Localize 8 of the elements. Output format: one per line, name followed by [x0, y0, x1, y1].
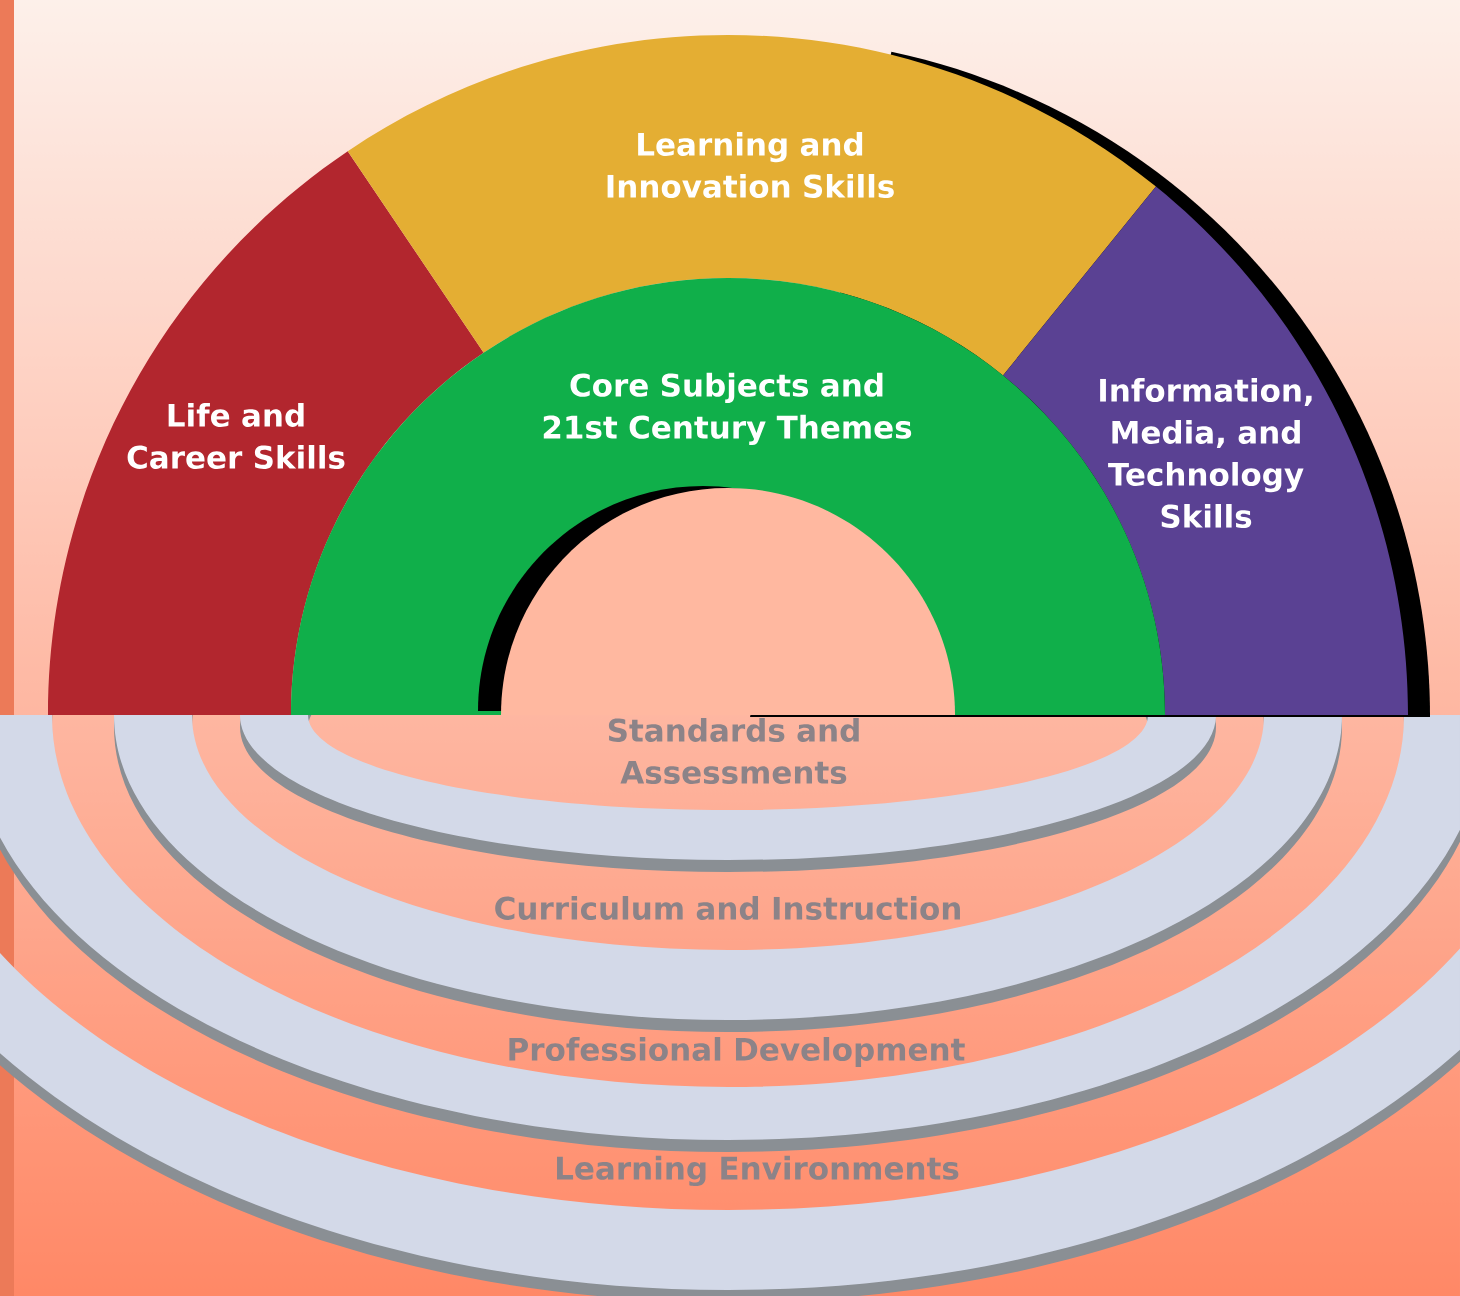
segment-label: Learning and Innovation Skills [607, 132, 894, 198]
ring-label: Professional Development [509, 1037, 965, 1067]
ring-label: Standards and Assessments [608, 718, 859, 784]
segment-label: Core Subjects and 21st Century Themes [543, 372, 912, 446]
ring-label: Curriculum and Instruction [495, 896, 960, 920]
segment-label: Information, Media, and Technology Skills [1100, 378, 1312, 528]
ring-label: Learning Environments [557, 1155, 959, 1187]
segment-label: Life and Career Skills [127, 403, 345, 469]
